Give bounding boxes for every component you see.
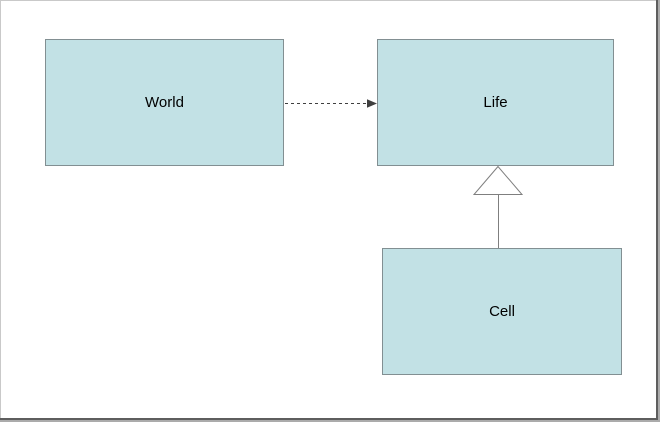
node-world[interactable]: World (45, 39, 284, 166)
node-life-label: Life (483, 94, 508, 111)
node-cell-label: Cell (489, 303, 515, 320)
generalization-triangle-icon (472, 165, 524, 195)
node-cell[interactable]: Cell (382, 248, 622, 375)
node-world-label: World (145, 94, 184, 111)
node-life[interactable]: Life (377, 39, 614, 166)
generalization-edge-cell-life[interactable] (472, 165, 524, 249)
dependency-edge-world-life[interactable] (285, 99, 377, 108)
dependency-arrowhead-icon (367, 99, 377, 108)
